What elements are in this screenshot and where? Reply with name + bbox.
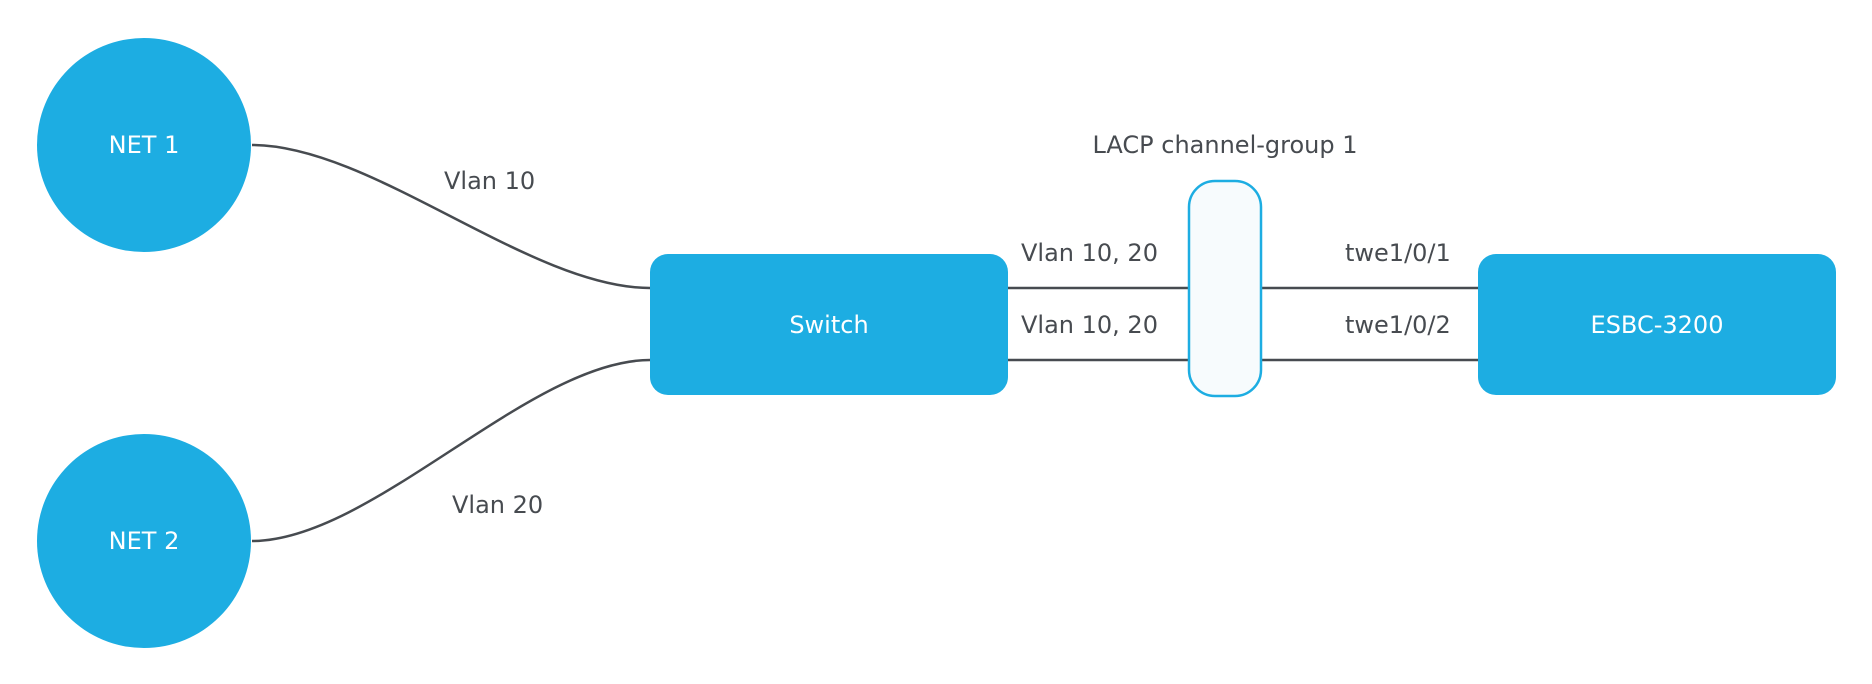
lacp-group-label: LACP channel-group 1 — [1092, 131, 1357, 159]
net2-node: NET 2 — [37, 434, 251, 648]
net1-node: NET 1 — [37, 38, 251, 252]
trunk-top-label: Vlan 10, 20 — [1021, 239, 1158, 267]
port-bottom-label: twe1/0/2 — [1345, 311, 1451, 339]
switch-label: Switch — [789, 311, 868, 339]
edge-net2-switch — [251, 358, 651, 543]
net2-circle — [37, 434, 251, 648]
switch-node: Switch — [650, 254, 1008, 395]
vlan20-label: Vlan 20 — [452, 491, 543, 519]
lacp-group-marker — [1187, 179, 1263, 398]
trunk-bottom-label: Vlan 10, 20 — [1021, 311, 1158, 339]
net1-circle — [37, 38, 251, 252]
port-top-label: twe1/0/1 — [1345, 239, 1451, 267]
esbc-box — [1478, 254, 1836, 395]
net2-label: NET 2 — [109, 527, 180, 555]
edge-net1-switch — [251, 143, 651, 290]
net1-label: NET 1 — [109, 131, 180, 159]
esbc-node: ESBC-3200 — [1478, 254, 1836, 395]
vlan10-label: Vlan 10 — [444, 167, 535, 195]
switch-box — [650, 254, 1008, 395]
esbc-label: ESBC-3200 — [1591, 311, 1724, 339]
